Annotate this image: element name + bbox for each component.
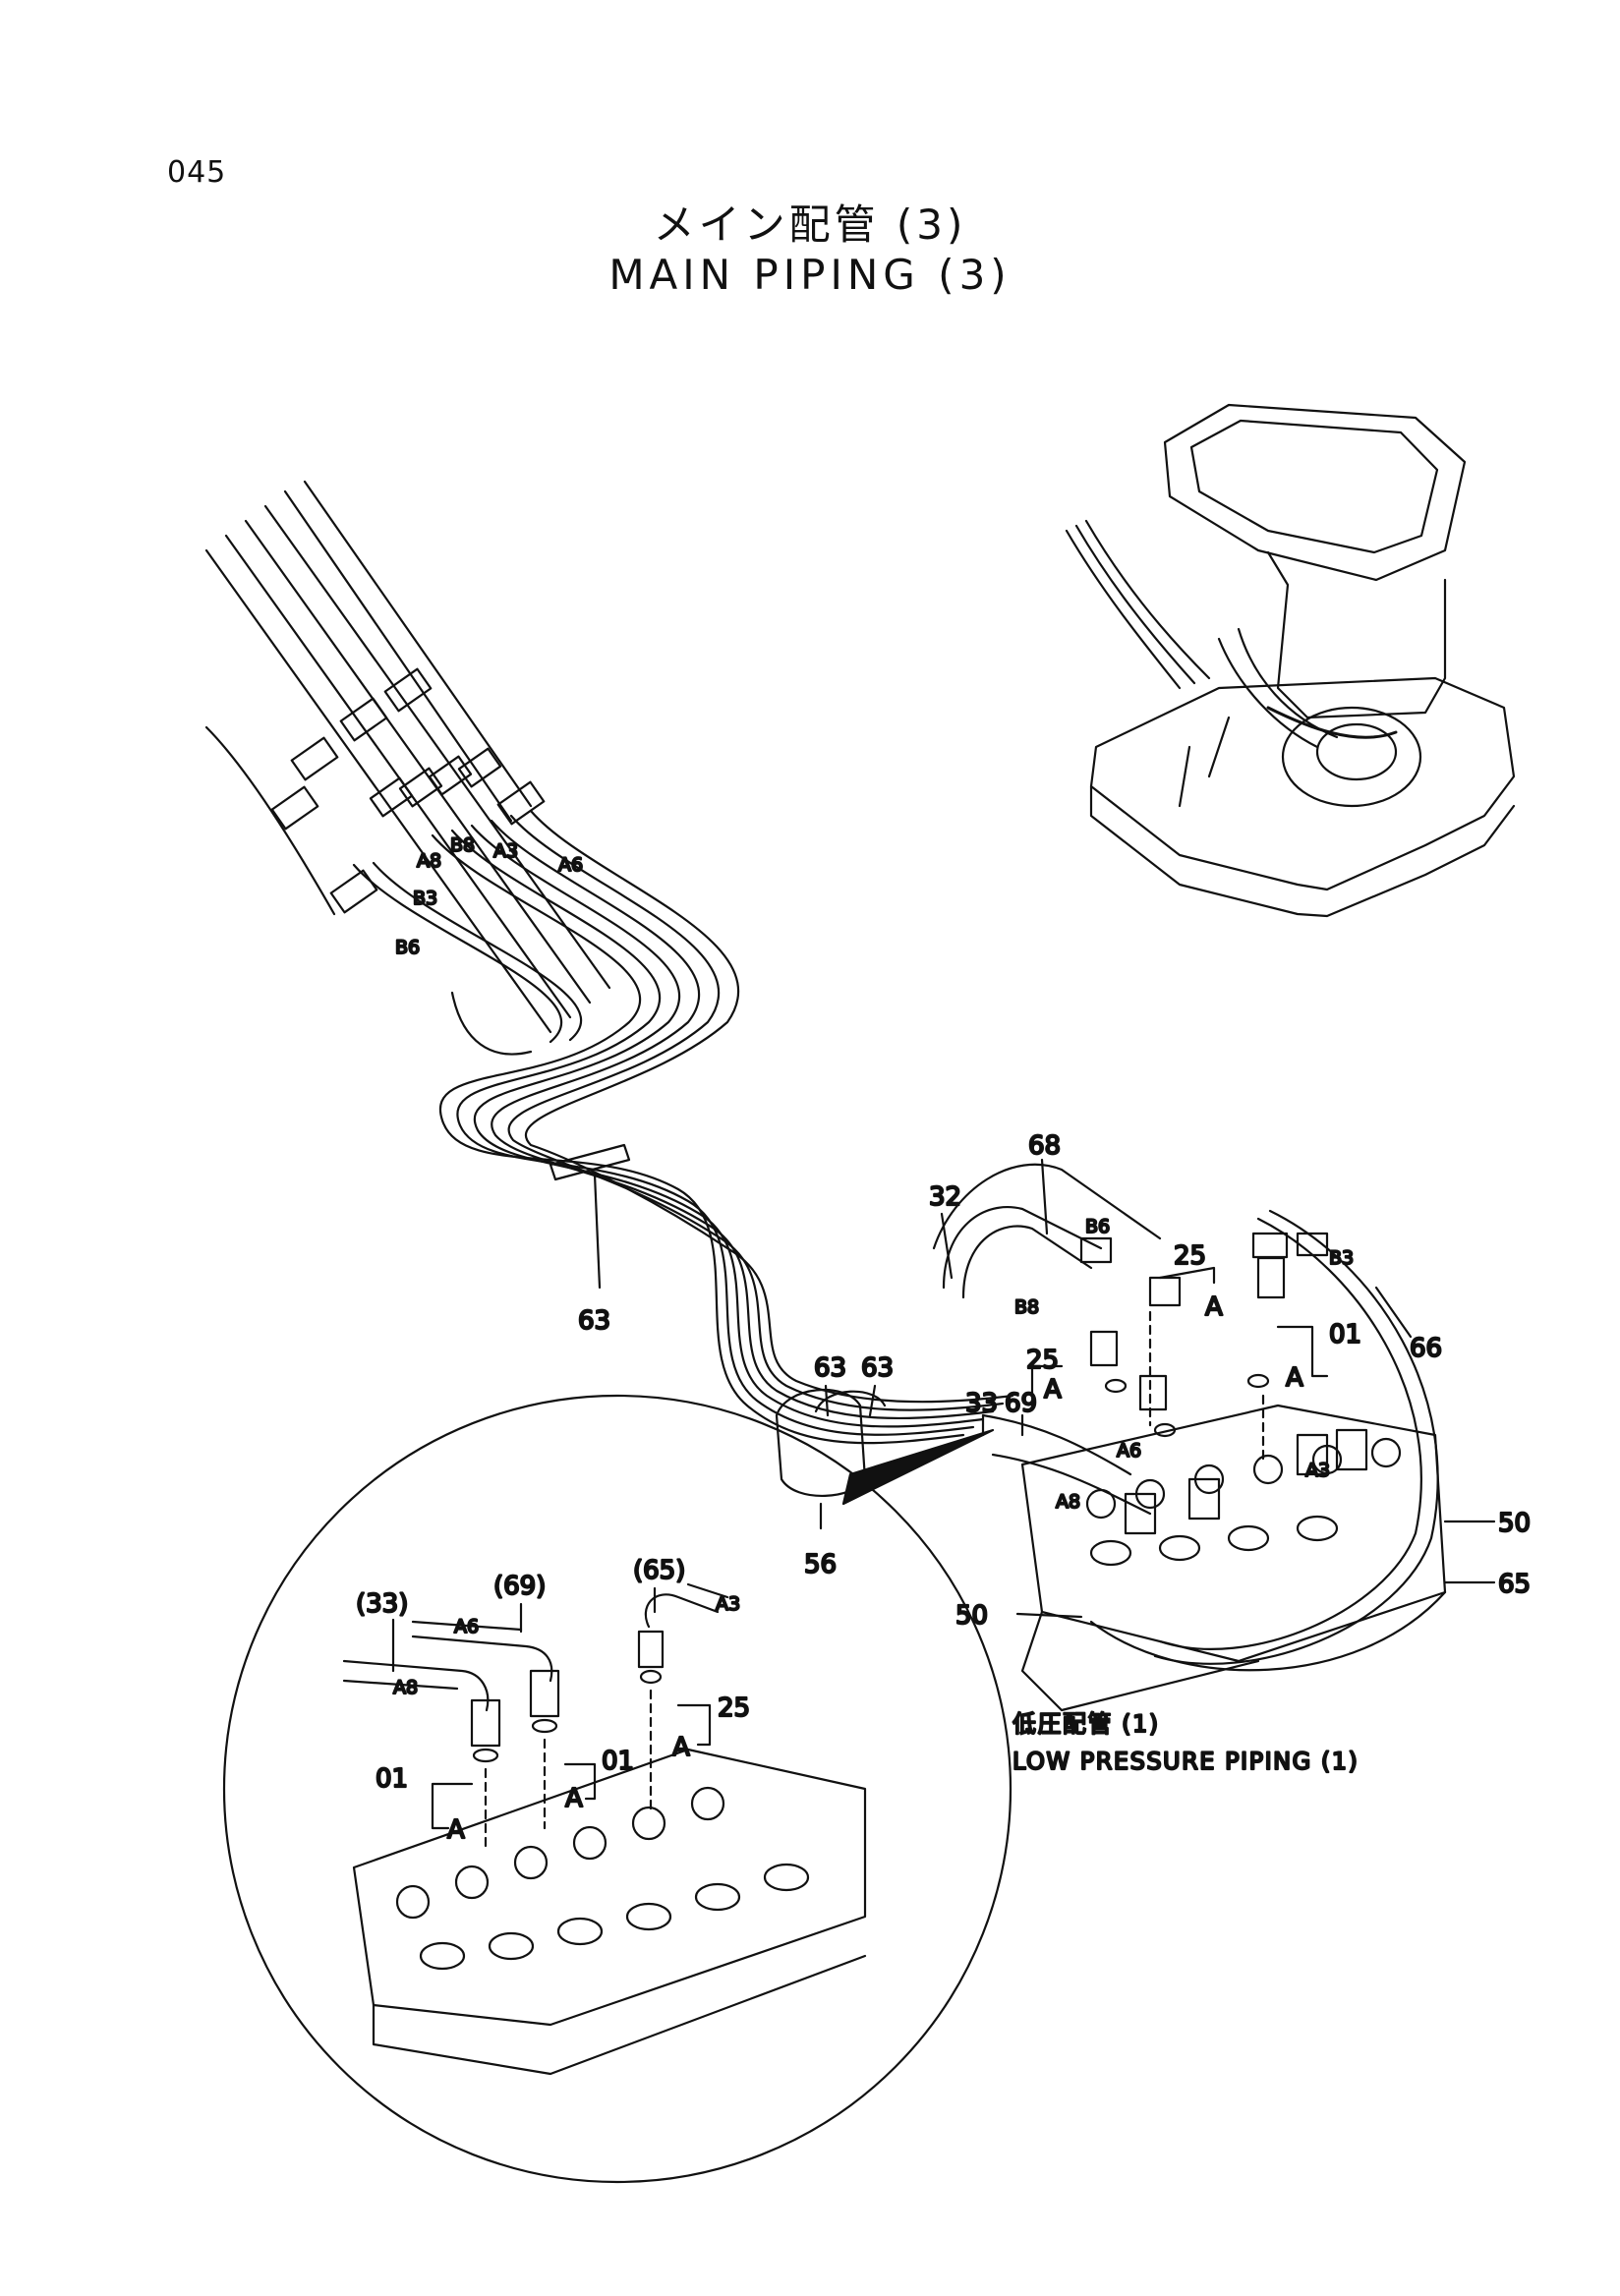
port-label-b8-valve: B8 [1014,1296,1039,1318]
excavator-overview [1065,403,1516,918]
caption-english: LOW PRESSURE PIPING (1) [1012,1748,1359,1775]
callout-25-second: 25 [1026,1346,1059,1375]
callout-01-detail-a: A [447,1815,465,1845]
callout-01: 01 [1329,1320,1361,1349]
port-label-a6: A6 [558,854,583,876]
callout-01-detail: 01 [376,1764,408,1794]
page-number: 045 [167,155,227,190]
port-label-b8: B8 [450,834,475,856]
callout-01-detail-second: 01 [602,1747,634,1776]
callout-63: 63 [578,1306,610,1336]
callout-65-detail: (65) [633,1556,685,1585]
callout-65: 65 [1498,1570,1531,1599]
page-title-japanese: メイン配管 (3) [653,201,967,249]
callout-25-second-a: A [1044,1375,1062,1405]
callout-25-detail-a: A [672,1733,690,1762]
port-label-a8: A8 [417,850,441,872]
port-label-b3: B3 [413,888,437,909]
callout-50: 50 [1498,1509,1531,1538]
callout-33: 33 [965,1389,998,1418]
port-label-a6-detail: A6 [454,1616,479,1637]
caption-japanese: 低圧配管 (1) [1012,1710,1160,1738]
port-label-a8-detail: A8 [393,1677,418,1698]
port-label-a6-valve: A6 [1117,1440,1141,1462]
hose-bundle [204,480,1014,1498]
callout-25: 25 [1174,1241,1206,1271]
control-valve-right [932,1163,1447,1712]
callout-25-a: A [1205,1292,1223,1322]
port-label-a3-detail: A3 [716,1593,740,1615]
callout-01-detail-second-a: A [565,1784,583,1813]
port-label-a3: A3 [493,840,518,862]
detail-view [222,1394,1012,2184]
callout-68: 68 [1028,1131,1061,1161]
callout-66: 66 [1410,1334,1442,1363]
port-label-a8-valve: A8 [1056,1491,1080,1513]
callout-01-a: A [1286,1363,1303,1393]
port-labels: A8 B8 A3 A6 B3 B6 B6 B8 B3 A6 A8 A3 A6 A… [392,833,1355,1699]
page-title-english: MAIN PIPING (3) [608,251,1012,299]
port-label-b6-valve: B6 [1085,1216,1110,1237]
callouts: 63 63 63 56 32 68 25 A 25 A 01 A 66 33 6… [355,1130,1532,1846]
callout-63-third: 63 [861,1353,894,1383]
callout-33-detail: (33) [356,1589,408,1619]
callout-50-second: 50 [955,1601,988,1631]
callout-56: 56 [804,1550,837,1579]
port-label-a3-valve: A3 [1305,1460,1330,1481]
low-pressure-caption: 低圧配管 (1) LOW PRESSURE PIPING (1) [1012,1709,1359,1776]
port-label-b6: B6 [395,937,420,958]
callout-69: 69 [1005,1389,1037,1418]
callout-63-second: 63 [814,1353,846,1383]
callout-32: 32 [929,1182,961,1212]
port-label-b3-valve: B3 [1329,1247,1354,1269]
callout-25-detail: 25 [718,1693,750,1723]
callout-69-detail: (69) [493,1572,546,1601]
